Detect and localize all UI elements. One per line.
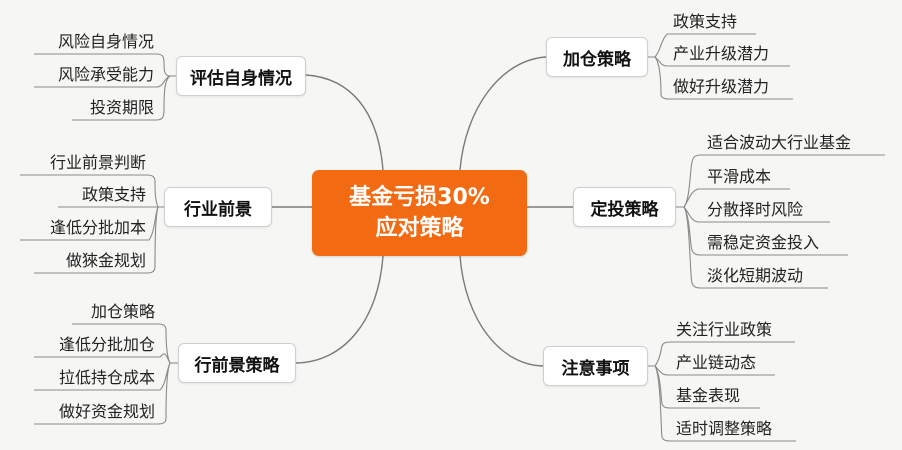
leaf-topic[interactable]: 政策支持 bbox=[81, 185, 146, 204]
leaf-topic[interactable]: 关注行业政策 bbox=[676, 320, 773, 339]
central-topic-line2: 应对策略 bbox=[375, 216, 464, 241]
leaf-topic[interactable]: 需稳定资金投入 bbox=[707, 233, 820, 252]
leaf-topic[interactable]: 产业链动态 bbox=[676, 353, 757, 372]
leaf-topic[interactable]: 适合波动大行业基金 bbox=[707, 133, 852, 152]
leaf-topic[interactable]: 产业升级潜力 bbox=[673, 44, 770, 63]
leaf-topic[interactable]: 做猍金规划 bbox=[65, 251, 146, 270]
leaf-topic[interactable]: 加仓策略 bbox=[90, 302, 155, 321]
branch-label: 注意事项 bbox=[561, 358, 630, 379]
leaf-topic[interactable]: 风险承受能力 bbox=[57, 65, 154, 84]
leaf-topic[interactable]: 投资期限 bbox=[89, 98, 154, 117]
branch-notes[interactable]: 注意事项 bbox=[543, 346, 648, 386]
leaf-topic[interactable]: 风险自身情况 bbox=[57, 32, 154, 51]
branch-label: 定投策略 bbox=[590, 199, 659, 220]
leaf-topic[interactable]: 做好资金规划 bbox=[58, 402, 155, 421]
leaf-topic[interactable]: 基金表现 bbox=[676, 386, 741, 405]
connector-center-to-strategy bbox=[295, 255, 384, 364]
leaf-topic[interactable]: 政策支持 bbox=[673, 12, 738, 31]
branch-industry-outlook[interactable]: 行业前景 bbox=[164, 187, 272, 227]
connector-center-to-addpos bbox=[459, 56, 547, 171]
connector-center-to-notes bbox=[459, 255, 544, 367]
leaf-topic[interactable]: 做好升级潜力 bbox=[673, 77, 770, 96]
leaf-topic[interactable]: 适时调整策略 bbox=[676, 419, 773, 438]
leaf-topic[interactable]: 平滑成本 bbox=[707, 167, 772, 186]
branch-label: 行前景策略 bbox=[194, 355, 280, 376]
leaf-topic[interactable]: 行业前景判断 bbox=[49, 153, 146, 172]
central-topic[interactable]: 基金亏损30% 应对策略 bbox=[312, 170, 527, 256]
branch-outlook-strategy[interactable]: 行前景策略 bbox=[178, 343, 296, 383]
leaf-topic[interactable]: 拉低持仓成本 bbox=[58, 368, 155, 387]
branch-label: 行业前景 bbox=[184, 199, 252, 220]
leaf-topic[interactable]: 逢低分批加本 bbox=[49, 218, 146, 237]
leaf-topic[interactable]: 分散择时风险 bbox=[707, 200, 804, 219]
branch-add-position[interactable]: 加仓策略 bbox=[546, 37, 648, 77]
branch-assess-self[interactable]: 评估自身情况 bbox=[176, 56, 306, 96]
leaf-topic[interactable]: 逢低分批加仓 bbox=[58, 335, 155, 354]
branch-dca-strategy[interactable]: 定投策略 bbox=[573, 187, 676, 227]
connector-center-to-assess bbox=[305, 74, 384, 171]
branch-label: 评估自身情况 bbox=[190, 68, 292, 89]
branch-label: 加仓策略 bbox=[563, 49, 631, 70]
central-topic-line1: 基金亏损30% bbox=[349, 185, 490, 210]
leaf-topic[interactable]: 淡化短期波动 bbox=[707, 266, 804, 285]
